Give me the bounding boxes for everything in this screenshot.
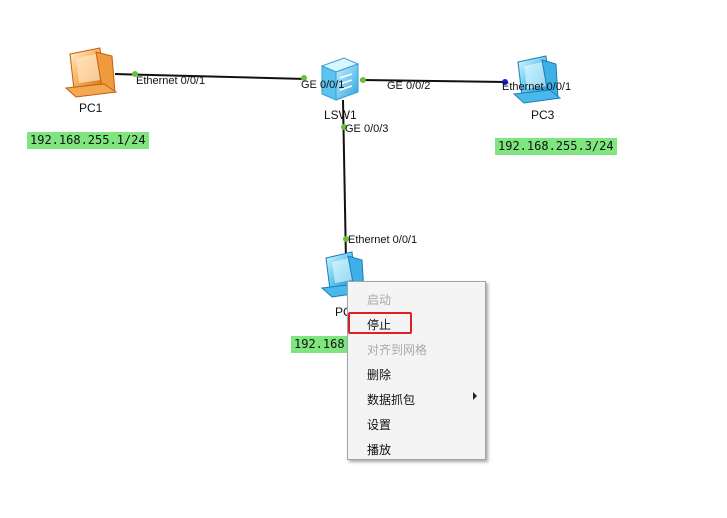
- port-dot-lsw-ge3: [341, 124, 347, 130]
- device-name-pc1: PC1: [79, 101, 103, 115]
- port-dot-lsw-ge2: [360, 77, 366, 83]
- ip-label-pc1: 192.168.255.1/24: [27, 132, 149, 149]
- pc3-icon[interactable]: [512, 55, 562, 104]
- link-lsw1-pc3[interactable]: [359, 79, 507, 83]
- port-label-lsw-ge2: GE 0/0/2: [387, 80, 431, 92]
- menu-item-start[interactable]: 启动: [367, 293, 392, 307]
- context-menu: 启动 停止 对齐到网格 删除 数据抓包 设置 播放: [347, 281, 486, 460]
- port-label-pc1-eth: Ethernet 0/0/1: [136, 75, 206, 87]
- port-label-lsw-ge1: GE 0/0/1: [301, 79, 345, 91]
- port-label-pc2-eth: Ethernet 0/0/1: [348, 234, 418, 246]
- switch-icon[interactable]: [320, 57, 360, 101]
- ip-label-pc3: 192.168.255.3/24: [495, 138, 617, 155]
- pc1-icon[interactable]: [64, 47, 118, 98]
- link-pc1-lsw1[interactable]: [114, 73, 307, 80]
- port-label-pc3-eth: Ethernet 0/0/1: [502, 81, 572, 93]
- ip-label-pc2: 192.168: [291, 336, 348, 353]
- port-dot-pc3-eth: [502, 79, 508, 85]
- highlight-box: [348, 312, 412, 334]
- menu-item-capture[interactable]: 数据抓包: [367, 393, 416, 407]
- port-dot-pc1-eth: [132, 71, 138, 77]
- menu-item-stop[interactable]: 停止: [367, 318, 392, 332]
- device-name-pc3: PC3: [531, 108, 555, 122]
- menu-item-align-to-grid[interactable]: 对齐到网格: [367, 343, 428, 357]
- menu-item-settings[interactable]: 设置: [367, 418, 392, 432]
- menu-item-delete[interactable]: 删除: [367, 368, 392, 382]
- port-label-lsw-ge3: GE 0/0/3: [345, 123, 389, 135]
- device-name-lsw1: LSW1: [324, 108, 357, 122]
- submenu-arrow-icon: [473, 392, 477, 400]
- port-dot-pc2-eth: [343, 236, 349, 242]
- menu-item-play[interactable]: 播放: [367, 443, 392, 457]
- port-dot-lsw-ge1: [301, 75, 307, 81]
